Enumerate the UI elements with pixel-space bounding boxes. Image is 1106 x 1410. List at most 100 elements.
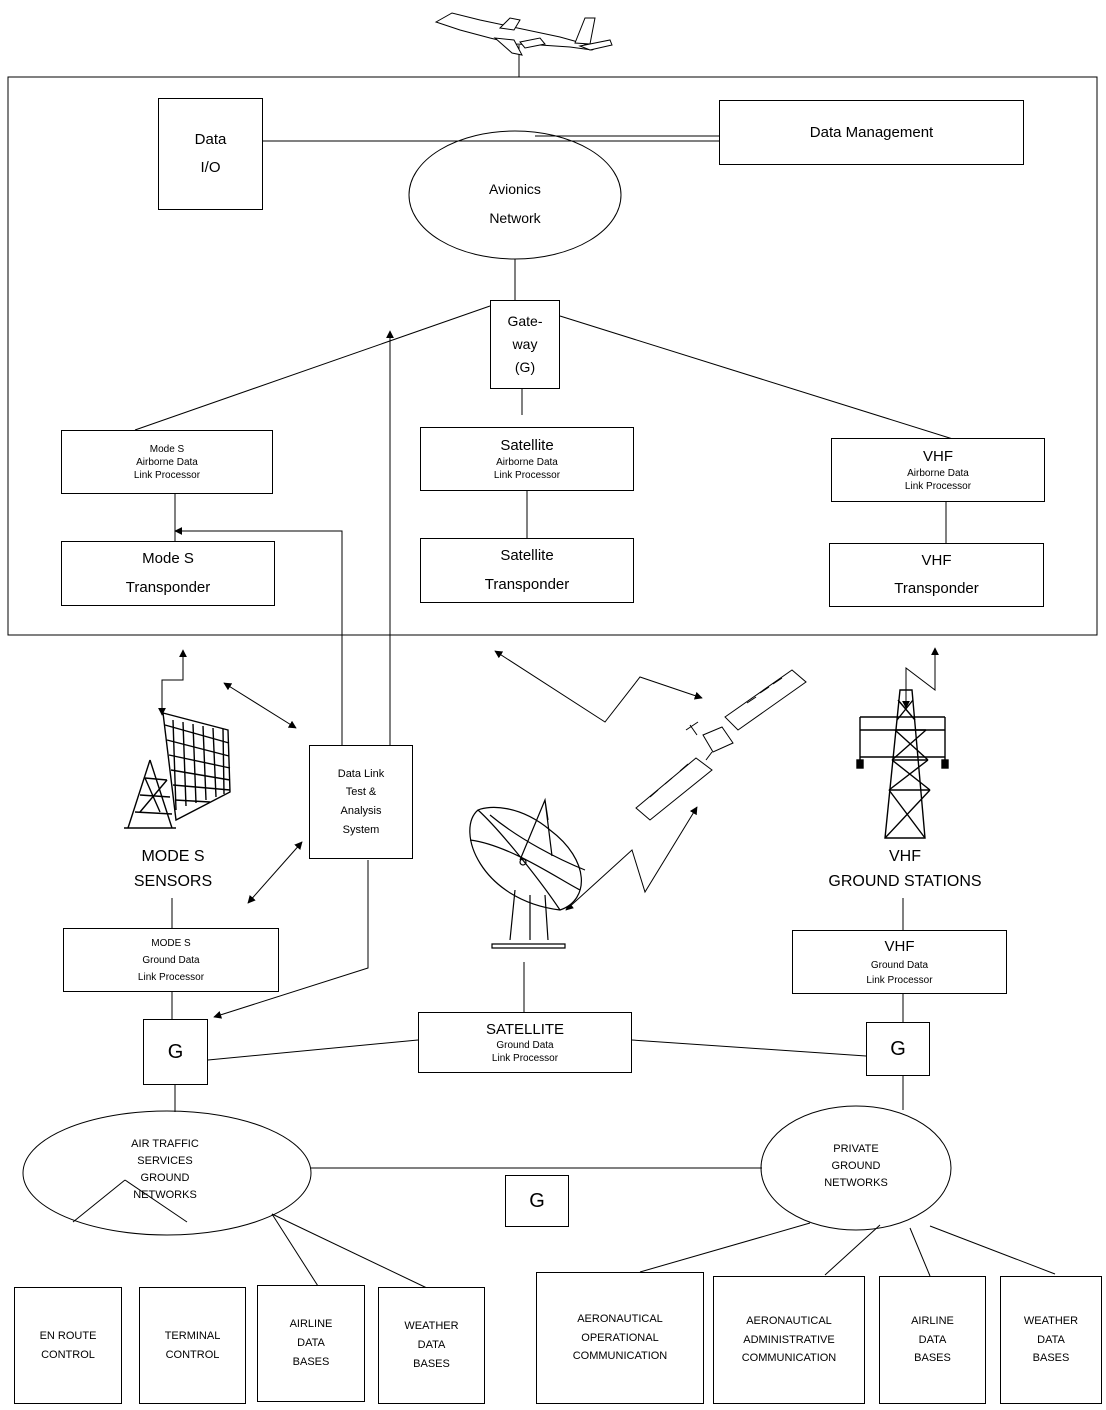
gateway-line1: Gate- xyxy=(507,312,543,329)
mode-s-zigzag-arrow xyxy=(158,649,187,716)
aero-admin-line3: COMMUNICATION xyxy=(741,1352,837,1365)
vhf-ground-processor-box: VHF Ground Data Link Processor xyxy=(792,930,1007,994)
private-line2: GROUND xyxy=(831,1160,881,1173)
mode-s-processor-line3: Link Processor xyxy=(133,469,201,481)
gateway-center-box: G xyxy=(505,1175,569,1227)
vhf-processor-line3: Link Processor xyxy=(904,480,972,492)
gateway-right-label: G xyxy=(890,1038,906,1060)
en-route-control-box: EN ROUTE CONTROL xyxy=(14,1287,122,1404)
aeronautical-administrative-box: AERONAUTICAL ADMINISTRATIVE COMMUNICATIO… xyxy=(713,1276,865,1404)
avionics-network-label: Avionics Network xyxy=(440,175,590,234)
test-to-gateway-g-arrow xyxy=(213,860,369,1019)
vhf-transponder-box: VHF Transponder xyxy=(829,543,1044,607)
satellite-icon xyxy=(635,669,807,821)
avionics-network-line1: Avionics xyxy=(489,181,541,197)
mode-s-transponder-line1: Mode S xyxy=(142,550,194,567)
gateway-line3: (G) xyxy=(514,359,536,376)
airline-databases-right-box: AIRLINE DATA BASES xyxy=(879,1276,986,1404)
ats-line2: SERVICES xyxy=(137,1155,193,1168)
mode-s-sensors-line1: MODE S xyxy=(141,848,205,865)
airline-right-line1: AIRLINE xyxy=(911,1314,954,1327)
mode-s-transponder-box: Mode S Transponder xyxy=(61,541,275,606)
data-io-line2: I/O xyxy=(200,159,221,176)
private-line3: NETWORKS xyxy=(824,1177,888,1190)
terminal-line1: TERMINAL xyxy=(164,1329,221,1342)
mode-s-ground-line1: MODE S xyxy=(151,937,191,949)
data-io-line1: Data xyxy=(194,130,227,148)
vhf-airborne-processor-box: VHF Airborne Data Link Processor xyxy=(831,438,1045,502)
aero-op-line3: COMMUNICATION xyxy=(572,1350,668,1363)
satellite-ground-line3: Link Processor xyxy=(491,1053,559,1065)
mode-s-transponder-line2: Transponder xyxy=(125,578,211,596)
vhf-processor-line2: Airborne Data xyxy=(907,467,969,479)
vhf-ground-line3: Link Processor xyxy=(866,975,933,987)
ats-line4: NETWORKS xyxy=(133,1189,197,1202)
mode-s-sensors-line2: SENSORS xyxy=(133,872,213,890)
airline-left-line3: BASES xyxy=(292,1355,330,1368)
test-system-line1: Data Link xyxy=(337,767,385,780)
airline-left-line2: DATA xyxy=(297,1337,325,1350)
mode-s-ground-processor-box: MODE S Ground Data Link Processor xyxy=(63,928,279,992)
weather-databases-left-box: WEATHER DATA BASES xyxy=(378,1287,485,1404)
private-line1: PRIVATE xyxy=(833,1143,879,1155)
private-networks-label: PRIVATE GROUND NETWORKS xyxy=(806,1141,906,1192)
mode-s-radar-icon xyxy=(124,712,231,829)
test-system-line4: System xyxy=(342,823,380,836)
mode-s-ground-line2: Ground Data xyxy=(142,954,200,966)
mode-s-airborne-processor-box: Mode S Airborne Data Link Processor xyxy=(61,430,273,494)
aeronautical-operational-box: AERONAUTICAL OPERATIONAL COMMUNICATION xyxy=(536,1272,704,1404)
ats-networks-ellipse xyxy=(22,1110,312,1236)
gateway-right-box: G xyxy=(866,1022,930,1076)
ats-line1: AIR TRAFFIC xyxy=(131,1138,199,1150)
aircraft-system-frame xyxy=(7,76,1098,636)
test-to-mode-s-arrow xyxy=(174,527,343,752)
vhf-zigzag-arrow xyxy=(902,647,939,709)
aero-op-line2: OPERATIONAL xyxy=(581,1331,659,1344)
vhf-ground-stations-label: VHF GROUND STATIONS xyxy=(790,845,1020,895)
data-link-test-system-box: Data Link Test & Analysis System xyxy=(309,745,413,859)
aircraft-icon xyxy=(434,12,613,56)
satellite-transponder-line1: Satellite xyxy=(500,547,554,564)
en-route-line2: CONTROL xyxy=(41,1348,95,1361)
terminal-line2: CONTROL xyxy=(165,1348,220,1361)
satellite-transponder-line2: Transponder xyxy=(484,575,570,593)
terminal-control-box: TERMINAL CONTROL xyxy=(139,1287,246,1404)
weather-left-line2: DATA xyxy=(417,1339,446,1352)
mode-s-sensors-label: MODE S SENSORS xyxy=(98,845,248,895)
mode-s-processor-line2: Airborne Data xyxy=(136,456,198,468)
vhf-ground-line2: Ground Data xyxy=(870,960,929,972)
gateway-left-label: G xyxy=(167,1041,184,1063)
satellite-transponder-box: Satellite Transponder xyxy=(420,538,634,603)
test-system-line2: Test & xyxy=(345,786,377,799)
aero-admin-line1: AERONAUTICAL xyxy=(746,1314,832,1327)
ats-line3: GROUND xyxy=(140,1172,190,1185)
satellite-ground-line2: Ground Data xyxy=(496,1040,554,1052)
weather-left-line3: BASES xyxy=(413,1357,450,1370)
data-management-label: Data Management xyxy=(809,123,934,141)
weather-right-line2: DATA xyxy=(1037,1333,1065,1346)
mode-s-ground-line3: Link Processor xyxy=(137,971,205,983)
aero-op-line1: AERONAUTICAL xyxy=(577,1312,663,1325)
airline-right-line2: DATA xyxy=(918,1333,947,1346)
data-management-box: Data Management xyxy=(719,100,1024,165)
vhf-processor-line1: VHF xyxy=(923,448,953,466)
satellite-processor-line2: Airborne Data xyxy=(496,456,558,468)
satellite-upper-zigzag-arrow xyxy=(494,650,703,723)
vhf-tower-icon xyxy=(856,689,949,839)
weather-left-line1: WEATHER xyxy=(404,1320,459,1333)
gateway-line2: way xyxy=(512,335,538,352)
data-io-box: Data I/O xyxy=(158,98,263,210)
vhf-ground-line1: VHF xyxy=(884,937,915,955)
gateway-box: Gate- way (G) xyxy=(490,300,560,389)
satellite-dish-icon xyxy=(469,797,586,949)
weather-right-line3: BASES xyxy=(1032,1352,1070,1365)
vhf-stations-line2: GROUND STATIONS xyxy=(828,872,982,890)
vhf-stations-line1: VHF xyxy=(889,848,921,865)
satellite-ground-line1: SATELLITE xyxy=(485,1020,565,1038)
satellite-airborne-processor-box: Satellite Airborne Data Link Processor xyxy=(420,427,634,491)
vhf-transponder-line1: VHF xyxy=(921,551,952,569)
airline-right-line3: BASES xyxy=(914,1352,951,1365)
avionics-network-line2: Network xyxy=(489,210,541,227)
